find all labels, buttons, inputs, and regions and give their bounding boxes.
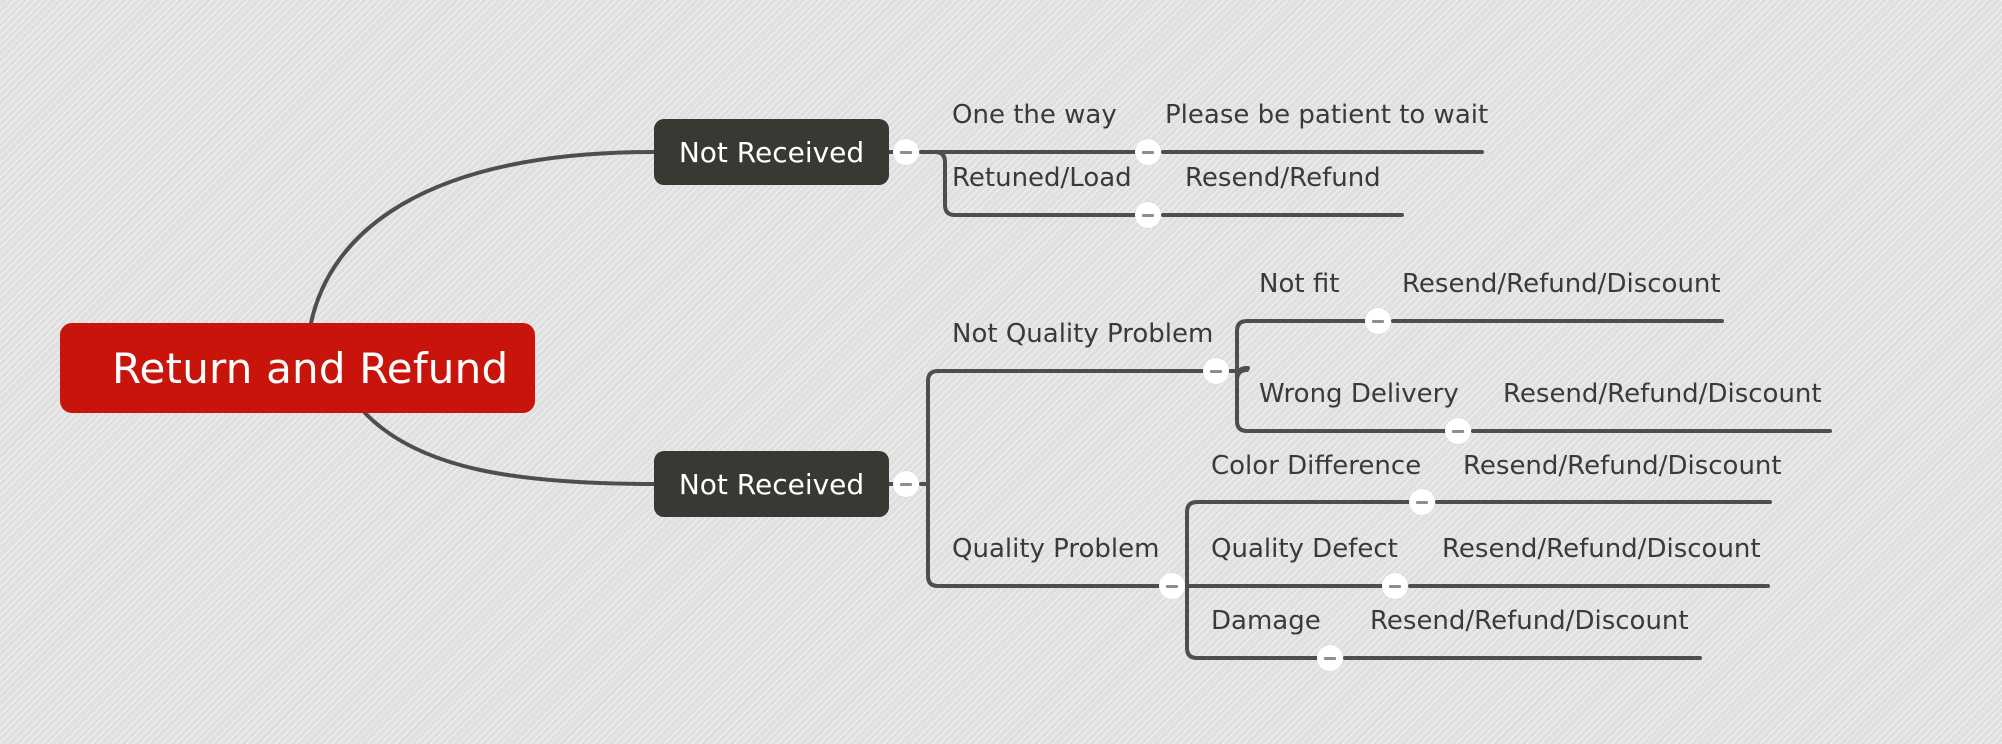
collapse-toggle-damage[interactable] (1317, 645, 1343, 671)
edge-nqp-upper-arm (1235, 367, 1249, 381)
node-wrong-delivery-action[interactable]: Resend/Refund/Discount (1503, 379, 1822, 409)
collapse-toggle-branch-2[interactable] (893, 471, 919, 497)
node-quality-defect-action[interactable]: Resend/Refund/Discount (1442, 534, 1761, 564)
node-not-fit-action[interactable]: Resend/Refund/Discount (1402, 269, 1721, 299)
node-please-be-patient-to-wait[interactable]: Please be patient to wait (1165, 100, 1489, 130)
node-color-difference[interactable]: Color Difference (1211, 451, 1422, 481)
collapse-toggle-quality-problem[interactable] (1159, 573, 1185, 599)
minus-icon (900, 150, 912, 154)
minus-icon (1324, 656, 1336, 660)
edge-nqp-split-up (1235, 366, 1249, 380)
node-not-quality-problem[interactable]: Not Quality Problem (952, 319, 1214, 349)
branch-node-label: Not Received (678, 467, 865, 501)
node-one-the-way[interactable]: One the way (952, 100, 1117, 130)
collapse-toggle-branch-1[interactable] (893, 139, 919, 165)
node-quality-problem[interactable]: Quality Problem (952, 534, 1160, 564)
edge-root-to-branch-1 (309, 150, 656, 325)
branch-node-label: Not Received (678, 135, 865, 169)
collapse-toggle-quality-defect[interactable] (1382, 573, 1408, 599)
node-color-difference-action[interactable]: Resend/Refund/Discount (1463, 451, 1782, 481)
node-quality-defect[interactable]: Quality Defect (1211, 534, 1398, 564)
minus-icon (1142, 213, 1154, 217)
branch-node-not-received-2[interactable]: Not Received (654, 451, 889, 517)
collapse-toggle-color-difference[interactable] (1409, 489, 1435, 515)
node-wrong-delivery[interactable]: Wrong Delivery (1259, 379, 1459, 409)
minus-icon (1210, 369, 1222, 373)
collapse-toggle-retuned-load[interactable] (1135, 202, 1161, 228)
minus-icon (1389, 584, 1401, 588)
edge-root-to-branch-2 (363, 411, 656, 486)
minus-icon (1372, 319, 1384, 323)
minus-icon (900, 482, 912, 486)
node-damage[interactable]: Damage (1211, 606, 1321, 636)
branch-node-not-received-1[interactable]: Not Received (654, 119, 889, 185)
minus-icon (1166, 584, 1178, 588)
minus-icon (1416, 500, 1428, 504)
edge-nqp-to-children (1235, 367, 1249, 381)
edge-nqp-to-notfit (1235, 368, 1249, 382)
root-node-label: Return and Refund (112, 343, 509, 393)
collapse-toggle-not-fit[interactable] (1365, 308, 1391, 334)
minus-icon (1452, 429, 1464, 433)
collapse-toggle-wrong-delivery[interactable] (1445, 418, 1471, 444)
node-damage-action[interactable]: Resend/Refund/Discount (1370, 606, 1689, 636)
collapse-toggle-one-the-way[interactable] (1135, 139, 1161, 165)
minus-icon (1142, 150, 1154, 154)
node-not-fit[interactable]: Not fit (1259, 269, 1340, 299)
node-retuned-load[interactable]: Retuned/Load (952, 163, 1132, 193)
edge-nqp-sub-up (1235, 319, 1380, 373)
root-node[interactable]: Return and Refund (60, 323, 535, 413)
collapse-toggle-not-quality-problem[interactable] (1203, 358, 1229, 384)
edge-nqp-elbow-up (1235, 366, 1250, 380)
edge-branch2-up (926, 369, 1217, 486)
node-resend-refund[interactable]: Resend/Refund (1185, 163, 1381, 193)
